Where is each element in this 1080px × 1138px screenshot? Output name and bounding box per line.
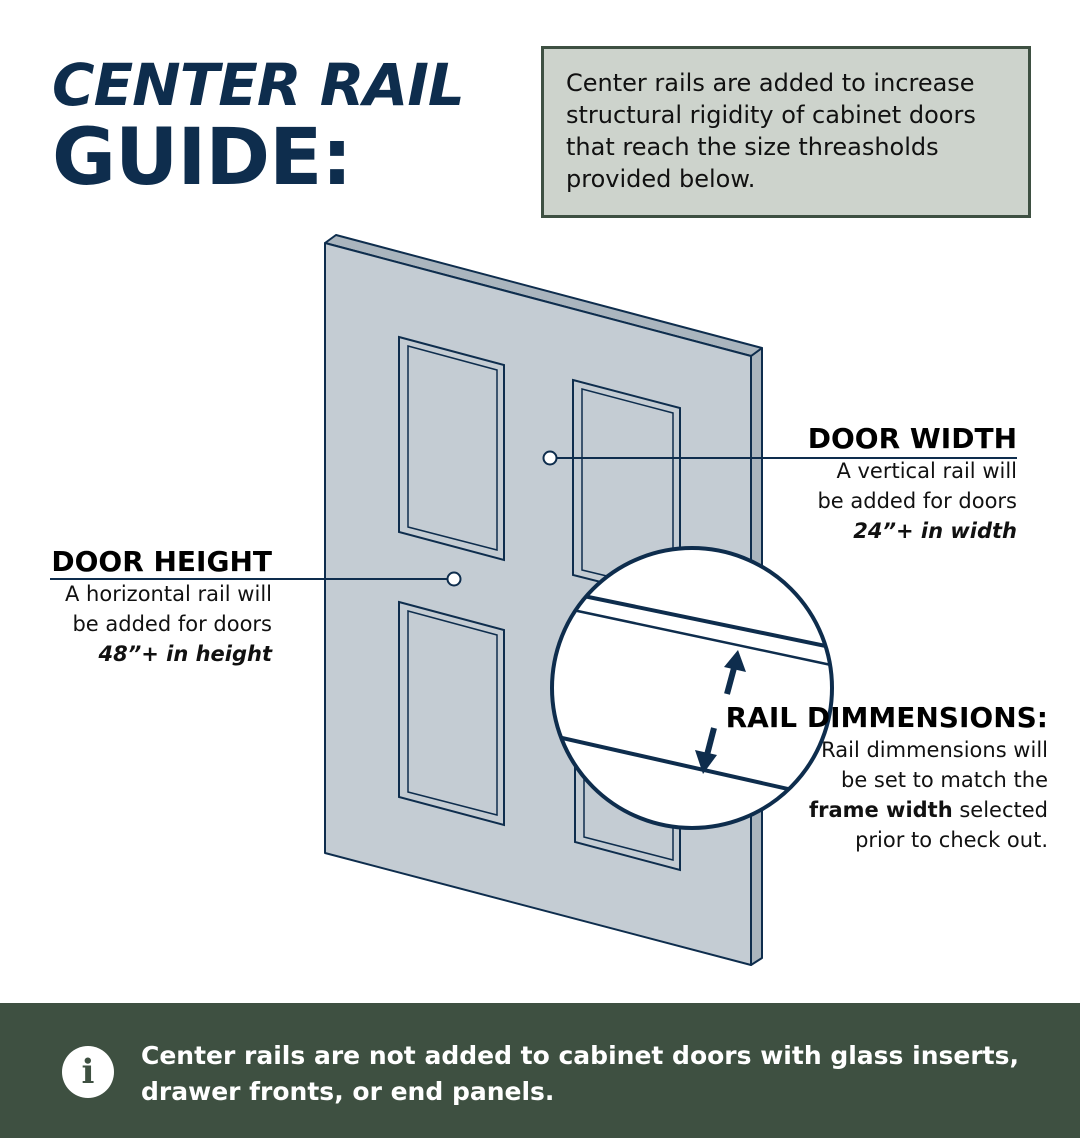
panel-upper-left <box>398 335 505 562</box>
title-line-1: CENTER RAIL <box>52 51 465 119</box>
rail-dimensions-line: Rail dimmensions will <box>821 738 1048 762</box>
rail-dimensions-line: be set to match the <box>840 768 1048 792</box>
intro-line: provided below. <box>566 165 756 193</box>
door-height-heading: DOOR HEIGHT <box>51 545 272 578</box>
title-line-2: GUIDE: <box>52 113 353 203</box>
door-diagram <box>50 234 1017 966</box>
intro-line: structural rigidity of cabinet doors <box>566 101 976 129</box>
door-height-threshold: 48”+ in height <box>98 642 272 666</box>
footer-line: Center rails are not added to cabinet do… <box>141 1041 1019 1070</box>
rail-dimensions-line-rest: selected <box>952 798 1048 822</box>
door-height-leader <box>50 571 462 587</box>
rail-dimensions-description: Rail dimmensions will be set to match th… <box>700 735 1048 855</box>
footer-text: Center rails are not added to cabinet do… <box>141 1038 1051 1110</box>
door-width-callout: DOOR WIDTH A vertical rail will be added… <box>700 422 1017 546</box>
rail-dimensions-line: frame width selected <box>700 795 1048 825</box>
door-width-description: A vertical rail will be added for doors … <box>700 456 1017 546</box>
door-height-description: A horizontal rail will be added for door… <box>20 579 272 669</box>
door-width-leader <box>542 450 1017 466</box>
door-width-marker <box>542 450 558 466</box>
arrow-down-icon <box>695 727 717 774</box>
door-height-line: be added for doors <box>72 612 272 636</box>
rail-dimensions-line: prior to check out. <box>855 828 1048 852</box>
intro-box: Center rails are added to increase struc… <box>541 46 1031 218</box>
panel-lower-left <box>398 600 505 827</box>
rail-dimensions-heading: RAIL DIMMENSIONS: <box>725 701 1048 734</box>
door-width-line: A vertical rail will <box>836 459 1017 483</box>
door-width-threshold: 24”+ in width <box>853 519 1017 543</box>
rail-magnifier <box>550 546 834 830</box>
info-icon: i <box>62 1046 114 1098</box>
page-title: CENTER RAIL GUIDE: <box>52 50 465 203</box>
intro-line: Center rails are added to increase <box>566 69 975 97</box>
frame-width-emphasis: frame width <box>808 798 953 822</box>
door-height-callout: DOOR HEIGHT A horizontal rail will be ad… <box>20 545 272 669</box>
footer-line: drawer fronts, or end panels. <box>141 1077 555 1106</box>
door-width-heading: DOOR WIDTH <box>807 422 1017 455</box>
footer-note: i Center rails are not added to cabinet … <box>0 1003 1080 1138</box>
door-height-marker <box>446 571 462 587</box>
arrow-up-icon <box>724 650 746 695</box>
intro-line: that reach the size threasholds <box>566 133 939 161</box>
door-width-line: be added for doors <box>817 489 1017 513</box>
rail-dimensions-callout: RAIL DIMMENSIONS: Rail dimmensions will … <box>700 701 1048 855</box>
door-height-line: A horizontal rail will <box>65 582 272 606</box>
